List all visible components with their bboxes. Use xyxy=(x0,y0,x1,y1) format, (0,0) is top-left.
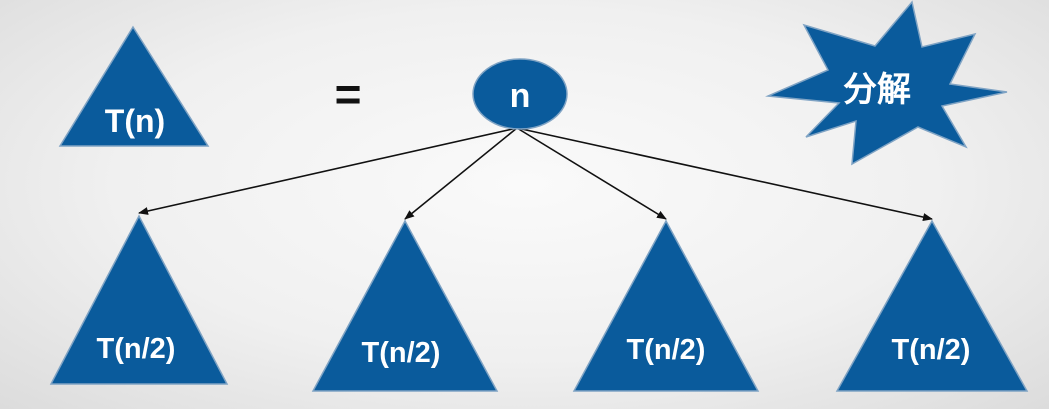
problem-label: T(n) xyxy=(105,103,165,139)
arrow-to-subproblem-2 xyxy=(404,127,518,220)
decompose-label: 分解 xyxy=(843,70,911,110)
problem-triangle: T(n) xyxy=(58,25,210,147)
subproblem-triangle xyxy=(49,214,229,385)
subproblem-2: T(n/2) xyxy=(311,219,499,392)
problem-triangle-shape xyxy=(58,25,210,147)
subproblem-label: T(n/2) xyxy=(97,333,176,365)
subproblem-triangle xyxy=(572,219,760,392)
subproblem-label: T(n/2) xyxy=(892,334,971,366)
subproblem-triangle xyxy=(311,219,499,392)
arrows xyxy=(138,127,933,221)
root-node: n xyxy=(472,58,568,130)
arrow-to-subproblem-4 xyxy=(516,127,933,221)
decompose-burst: 分解 xyxy=(765,0,1008,166)
subproblem-1: T(n/2) xyxy=(49,214,229,385)
subproblem-label: T(n/2) xyxy=(627,334,706,366)
root-node-ellipse xyxy=(472,58,568,130)
equals-sign: = xyxy=(335,68,362,120)
subproblem-3: T(n/2) xyxy=(572,219,760,392)
subproblem-label: T(n/2) xyxy=(362,337,441,369)
arrow-to-subproblem-1 xyxy=(138,127,518,215)
subproblem-triangle xyxy=(835,219,1029,392)
arrow-to-subproblem-3 xyxy=(516,127,667,220)
decompose-burst-shape xyxy=(765,0,1008,166)
root-node-label: n xyxy=(510,77,531,115)
subproblem-4: T(n/2) xyxy=(835,219,1029,392)
